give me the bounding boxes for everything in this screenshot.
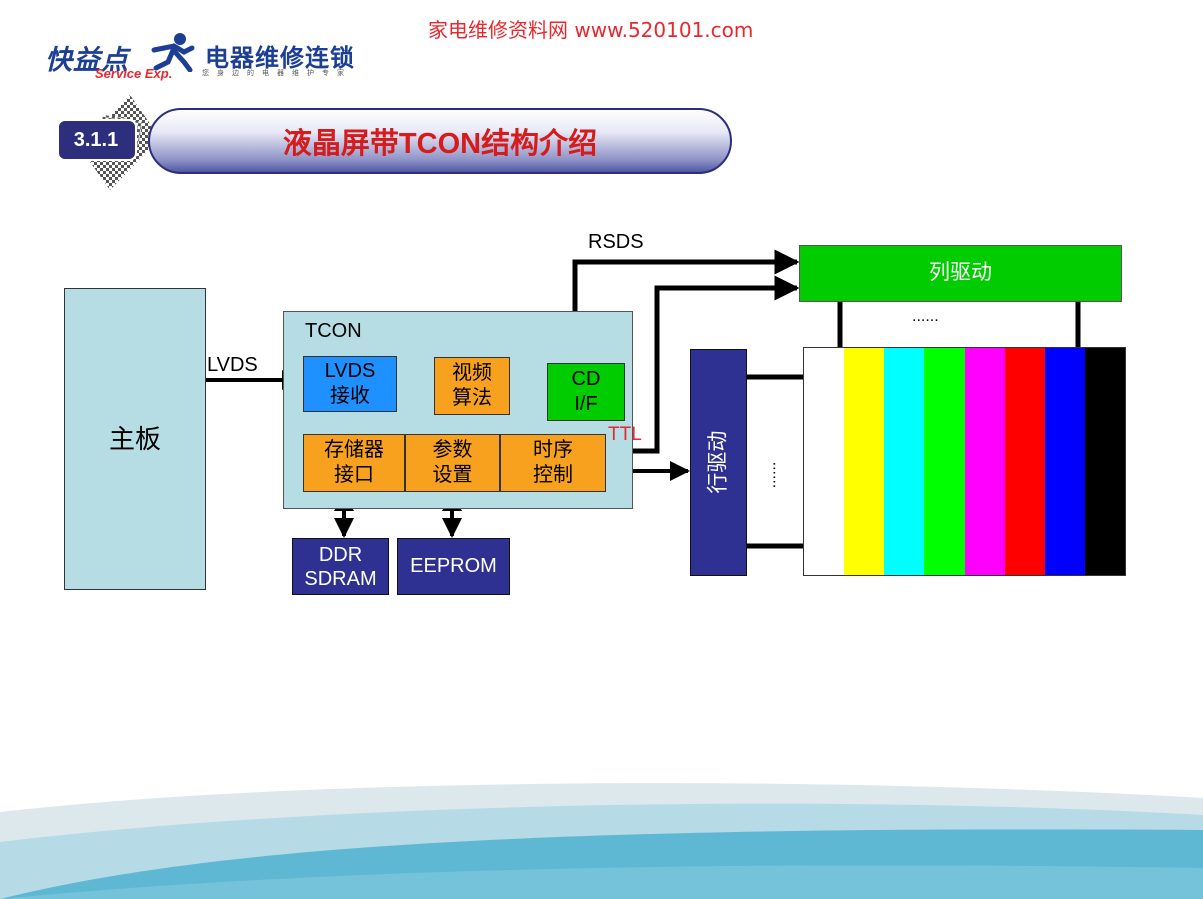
logo-chinese: 电器维修连锁 xyxy=(205,45,355,72)
ddr-sdram-line2: SDRAM xyxy=(304,567,377,590)
parameter-setting-line2: 设置 xyxy=(432,464,473,486)
parameter-setting-block: 参数 设置 xyxy=(405,434,500,492)
runner-logo-icon xyxy=(151,33,195,72)
color-bar xyxy=(964,348,1005,575)
logo-slogan: 您身边的电器维护专家 xyxy=(202,70,352,77)
cd-interface-line1: CD xyxy=(571,368,601,390)
lvds-receiver-line2: 接收 xyxy=(330,385,370,407)
color-bar xyxy=(924,348,965,575)
timing-control-line1: 时序 xyxy=(533,439,573,461)
storage-interface-line1: 存储器 xyxy=(324,439,384,461)
color-bar xyxy=(844,348,885,575)
tcon-label: TCON xyxy=(305,320,362,342)
video-algorithm-line2: 算法 xyxy=(452,387,492,409)
color-bar xyxy=(1004,348,1045,575)
bottom-wave-decoration xyxy=(0,783,1203,899)
color-bar xyxy=(884,348,925,575)
ddr-sdram-line1: DDR xyxy=(318,543,363,566)
color-bar xyxy=(804,348,845,575)
title-bar xyxy=(148,108,732,174)
storage-interface-line2: 接口 xyxy=(334,464,374,486)
row-driver-block: 行驱动 xyxy=(690,349,747,576)
rsds-label: RSDS xyxy=(588,231,644,253)
watermark-text: 家电维修资料网 www.520101.com xyxy=(428,18,754,42)
row-driver-label: 行驱动 xyxy=(706,431,730,494)
lcd-panel xyxy=(803,347,1126,576)
cd-interface-block: CD I/F xyxy=(547,363,625,421)
ttl-label: TTL xyxy=(608,424,642,445)
video-algorithm-line1: 视频 xyxy=(452,362,492,384)
video-algorithm-block: 视频 算法 xyxy=(434,357,510,415)
cd-interface-line2: I/F xyxy=(574,393,598,415)
color-bar xyxy=(1044,348,1085,575)
mainboard-block: 主板 xyxy=(64,288,206,590)
color-bar xyxy=(1084,348,1125,575)
parameter-setting-line1: 参数 xyxy=(432,439,473,461)
eeprom-block: EEPROM xyxy=(397,538,510,595)
timing-control-line2: 控制 xyxy=(533,464,573,486)
ddr-sdram-block: DDR SDRAM xyxy=(292,538,389,595)
lvds-receiver-block: LVDS 接收 xyxy=(303,356,397,412)
section-number: 3.1.1 xyxy=(73,128,119,151)
column-driver-block: 列驱动 xyxy=(799,245,1122,302)
row-ellipsis: ...... xyxy=(769,461,787,489)
page-title: 液晶屏带TCON结构介绍 xyxy=(282,128,598,160)
lvds-signal-label: LVDS xyxy=(207,354,258,376)
timing-control-block: 时序 控制 xyxy=(500,434,606,492)
lvds-receiver-line1: LVDS xyxy=(324,360,376,382)
section-badge-icon xyxy=(57,95,160,190)
storage-interface-block: 存储器 接口 xyxy=(303,434,405,492)
logo-brand: 快益点 xyxy=(45,45,129,75)
column-ellipsis: ...... xyxy=(912,308,939,325)
logo-english: Service Exp. xyxy=(95,66,173,81)
